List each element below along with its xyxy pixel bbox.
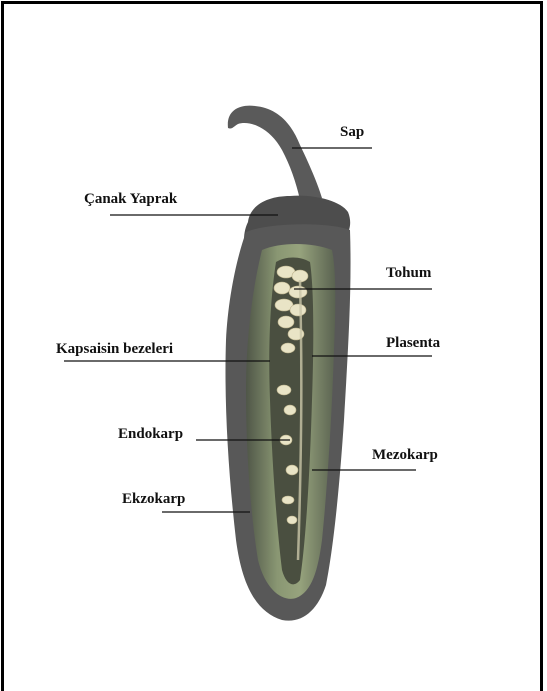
seed — [278, 316, 294, 328]
label-canak-yaprak: Çanak Yaprak — [84, 191, 178, 207]
seed — [281, 343, 295, 353]
label-sap: Sap — [340, 124, 364, 140]
label-plasenta: Plasenta — [386, 335, 441, 351]
stem-shape — [228, 106, 322, 200]
seed — [290, 304, 306, 316]
label-ekzokarp: Ekzokarp — [122, 491, 185, 507]
seed — [282, 496, 294, 504]
label-kapsaisin-bezeleri: Kapsaisin bezeleri — [56, 341, 173, 357]
label-tohum: Tohum — [386, 265, 432, 281]
seed — [289, 286, 307, 298]
seed — [274, 282, 290, 294]
label-mezokarp: Mezokarp — [372, 447, 438, 463]
seed — [286, 465, 298, 475]
label-endokarp: Endokarp — [118, 426, 183, 442]
seed — [277, 385, 291, 395]
seed — [287, 516, 297, 524]
seed — [284, 405, 296, 415]
